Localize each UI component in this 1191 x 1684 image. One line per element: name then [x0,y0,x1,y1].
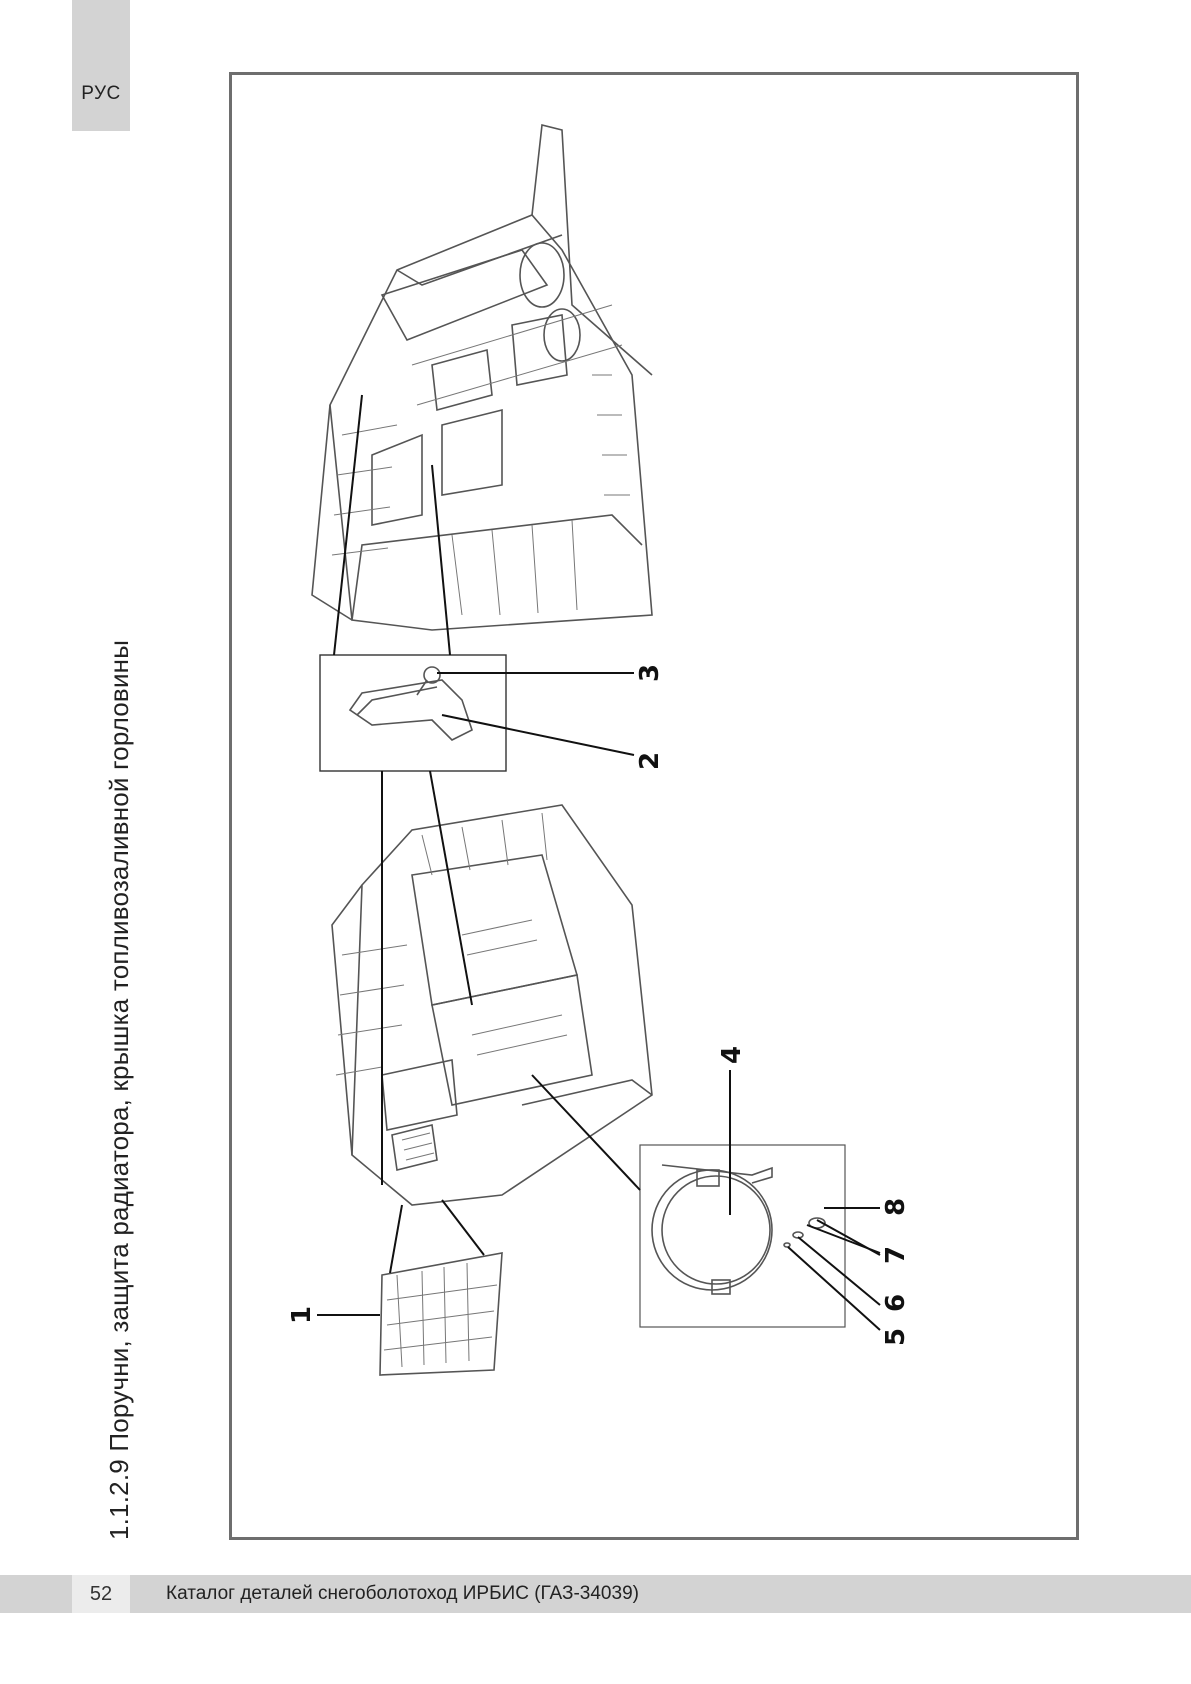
page-number-text: 52 [89,1582,113,1605]
handrail-detail-box [319,654,507,772]
fuel-cap-illustration [651,1164,826,1295]
callout-1: 1 [287,1306,317,1324]
fuel-cap-detail-box [639,1144,846,1328]
parts-diagram: 1 2 3 4 5 6 7 8 [287,124,911,1376]
callout-4: 4 [717,1046,747,1064]
callout-2: 2 [635,752,665,770]
illustration-frame: 1 2 3 4 5 6 7 8 [229,72,1079,1540]
vehicle-rear-illustration [331,804,653,1206]
footer-title: Каталог деталей снегоболотоход ИРБИС (ГА… [166,1583,639,1604]
callout-8: 8 [881,1198,911,1216]
callout-6: 6 [881,1294,911,1312]
footer-bar [0,1575,1191,1613]
section-title: 1.1.2.9 Поручни, защита радиатора, крышк… [104,639,134,1540]
handrail-illustration [348,666,473,741]
language-tab: РУС [72,0,130,131]
callout-5: 5 [881,1328,911,1346]
callout-3: 3 [635,664,665,682]
radiator-guard-illustration [379,1252,503,1376]
vehicle-front-illustration [311,124,653,631]
language-label: РУС [81,83,121,104]
page-number: 52 [72,1575,130,1613]
callout-7: 7 [881,1246,911,1264]
